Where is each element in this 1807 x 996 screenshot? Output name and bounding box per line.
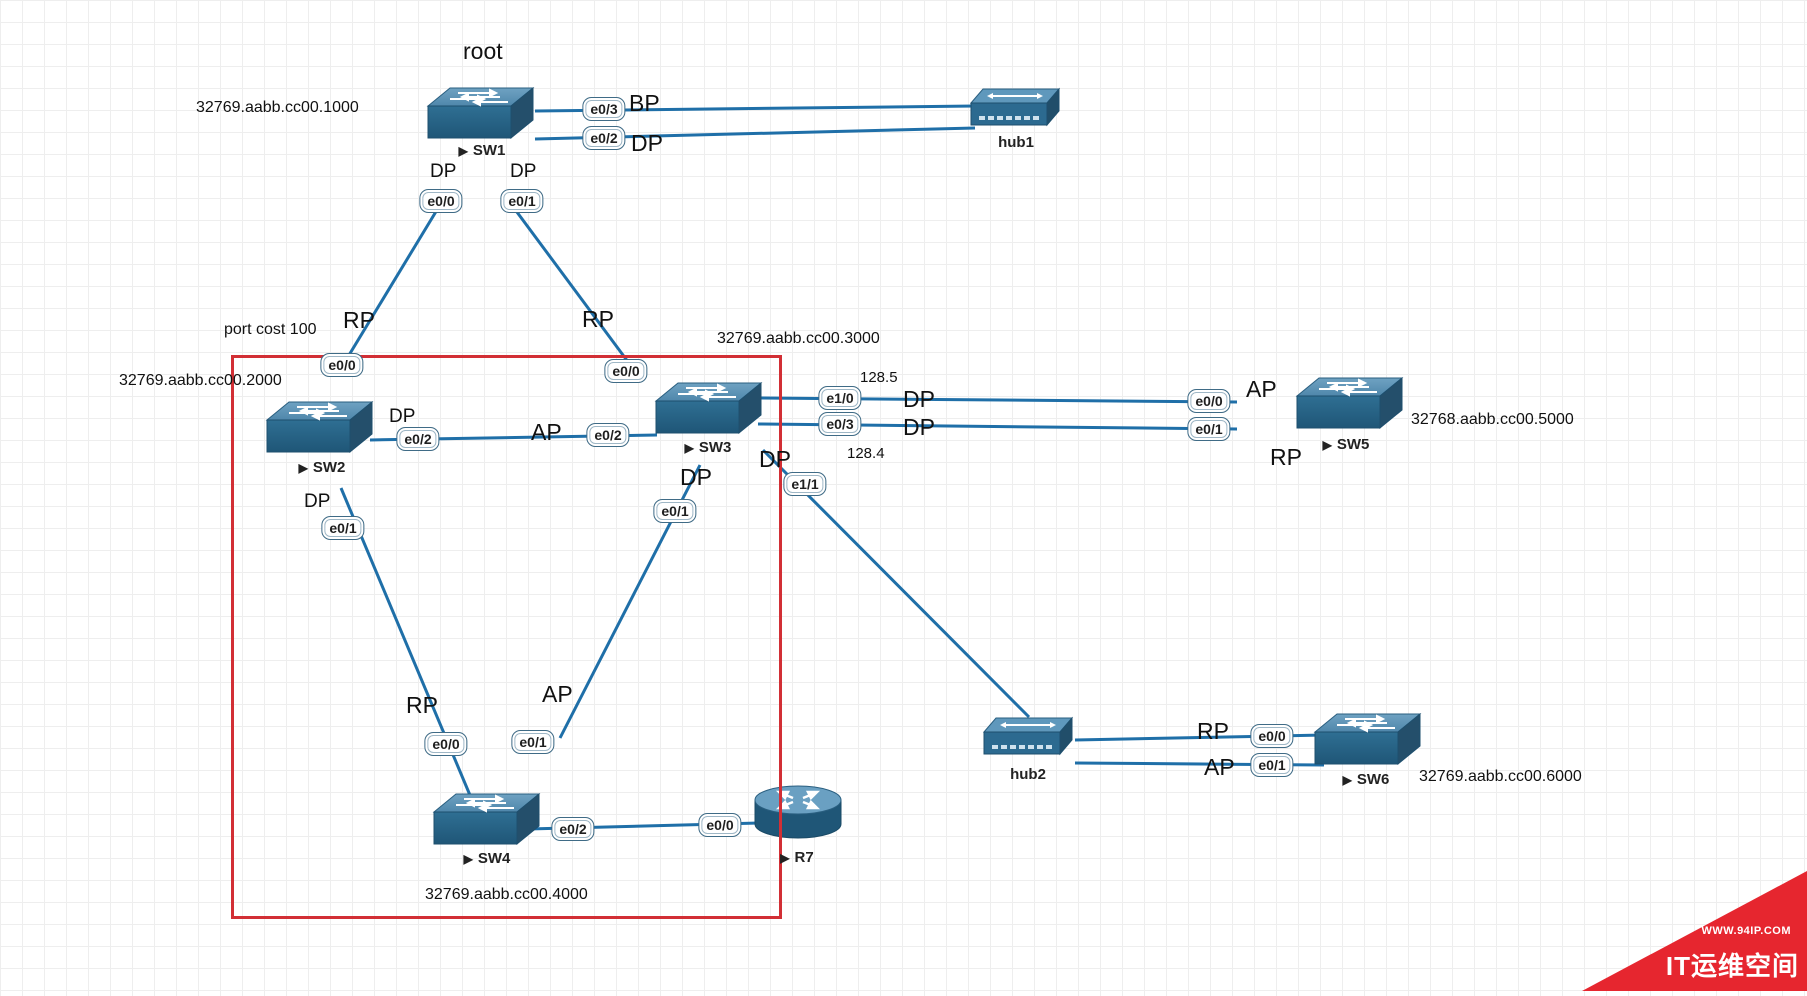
bridge-id-sw1: 32769.aabb.cc00.1000 xyxy=(196,99,359,116)
port-sw1-e03[interactable]: e0/3 xyxy=(582,97,626,121)
watermark-url: WWW.94IP.COM xyxy=(1701,925,1791,937)
device-name-sw4: SW4 xyxy=(477,850,511,867)
device-name-sw1: SW1 xyxy=(472,142,506,159)
role-sw6-e01: AP xyxy=(1204,754,1235,780)
play-icon: ▶ xyxy=(1342,773,1352,787)
role-sw6-e00: RP xyxy=(1197,718,1229,744)
device-label-sw2: ▶ SW2 xyxy=(299,460,346,475)
port-sw5-e01[interactable]: e0/1 xyxy=(1187,417,1231,441)
device-label-sw6: ▶ SW6 xyxy=(1343,772,1390,787)
port-cost-note: port cost 100 xyxy=(224,321,317,338)
port-sw3-e01[interactable]: e0/1 xyxy=(653,499,697,523)
device-label-sw4: ▶ SW4 xyxy=(464,851,511,866)
role-sw3-e00: RP xyxy=(582,306,614,332)
device-label-sw1: ▶ SW1 xyxy=(459,143,506,158)
device-name-hub2: hub2 xyxy=(1010,766,1046,783)
role-sw2-e01: DP xyxy=(304,491,331,512)
bridge-id-sw5: 32768.aabb.cc00.5000 xyxy=(1411,411,1574,428)
hub-icon-hub1[interactable] xyxy=(970,88,1060,126)
role-sw4-e01: AP xyxy=(542,681,573,707)
device-name-hub1: hub1 xyxy=(998,134,1034,151)
role-sw1-e02: DP xyxy=(631,130,663,156)
role-sw5-e00: AP xyxy=(1246,376,1277,402)
port-sw3-e03[interactable]: e0/3 xyxy=(818,412,862,436)
role-sw5-e01: RP xyxy=(1270,444,1302,470)
role-sw1-e03: BP xyxy=(629,90,660,116)
device-label-sw5: ▶ SW5 xyxy=(1323,437,1370,452)
device-label-hub2: hub2 xyxy=(1010,767,1046,782)
bridge-id-sw2: 32769.aabb.cc00.2000 xyxy=(119,372,282,389)
device-name-r7: R7 xyxy=(794,849,814,866)
port-sw2-e01[interactable]: e0/1 xyxy=(321,516,365,540)
switch-icon-sw1[interactable] xyxy=(427,87,534,139)
role-sw3-e10: DP xyxy=(903,386,935,412)
role-sw1-e00: DP xyxy=(430,161,457,182)
role-sw2-e00: RP xyxy=(343,307,375,333)
port-sw3-e00[interactable]: e0/0 xyxy=(604,359,648,383)
play-icon: ▶ xyxy=(1322,438,1332,452)
watermark-text: IT运维空间 xyxy=(1665,951,1799,981)
root-caption: root xyxy=(463,38,503,64)
device-name-sw3: SW3 xyxy=(698,439,732,456)
role-sw3-e03: DP xyxy=(903,414,935,440)
link-sw1-sw2 xyxy=(341,199,445,366)
watermark: WWW.94IP.COM IT运维空间 xyxy=(1582,871,1807,991)
device-name-sw5: SW5 xyxy=(1336,436,1370,453)
watermark-triangle xyxy=(1582,871,1807,991)
role-sw3-e11: DP xyxy=(759,446,791,472)
port-sw1-e01[interactable]: e0/1 xyxy=(500,189,544,213)
port-r7-e00[interactable]: e0/0 xyxy=(698,813,742,837)
port-sw2-e00[interactable]: e0/0 xyxy=(320,353,364,377)
port-sw3-e02[interactable]: e0/2 xyxy=(586,423,630,447)
device-label-hub1: hub1 xyxy=(998,135,1034,150)
link-sw1-sw3 xyxy=(506,199,642,379)
play-icon: ▶ xyxy=(458,144,468,158)
bridge-id-sw6: 32769.aabb.cc00.6000 xyxy=(1419,768,1582,785)
port-sw6-e00[interactable]: e0/0 xyxy=(1250,724,1294,748)
role-sw1-e01: DP xyxy=(510,161,537,182)
port-sw1-e02[interactable]: e0/2 xyxy=(582,126,626,150)
role-sw3-e02: AP xyxy=(531,419,562,445)
play-icon: ▶ xyxy=(684,441,694,455)
port-sw4-e00[interactable]: e0/0 xyxy=(424,732,468,756)
switch-icon-sw6[interactable] xyxy=(1314,713,1421,765)
device-label-sw3: ▶ SW3 xyxy=(685,440,732,455)
role-sw3-e01: DP xyxy=(680,464,712,490)
port-sw6-e01[interactable]: e0/1 xyxy=(1250,753,1294,777)
port-sw1-e00[interactable]: e0/0 xyxy=(419,189,463,213)
role-sw4-e00: RP xyxy=(406,692,438,718)
port-sw4-e01[interactable]: e0/1 xyxy=(511,730,555,754)
port-sw4-e02[interactable]: e0/2 xyxy=(551,817,595,841)
port-sw2-e02[interactable]: e0/2 xyxy=(396,427,440,451)
priority-sw3-e10: 128.5 xyxy=(860,369,898,386)
play-icon: ▶ xyxy=(298,461,308,475)
play-icon: ▶ xyxy=(463,852,473,866)
port-sw5-e00[interactable]: e0/0 xyxy=(1187,389,1231,413)
bridge-id-sw4: 32769.aabb.cc00.4000 xyxy=(425,886,588,903)
device-name-sw2: SW2 xyxy=(312,459,346,476)
switch-icon-sw5[interactable] xyxy=(1296,377,1403,429)
port-sw3-e10[interactable]: e1/0 xyxy=(818,386,862,410)
play-icon: ▶ xyxy=(780,851,790,865)
hub-icon-hub2[interactable] xyxy=(983,717,1073,755)
port-sw3-e11[interactable]: e1/1 xyxy=(783,472,827,496)
device-label-r7: ▶ R7 xyxy=(780,850,813,865)
priority-sw3-e03: 128.4 xyxy=(847,445,885,462)
bridge-id-sw3: 32769.aabb.cc00.3000 xyxy=(717,330,880,347)
role-sw2-e02: DP xyxy=(389,406,416,427)
highlight-box xyxy=(231,355,782,919)
device-name-sw6: SW6 xyxy=(1356,771,1390,788)
